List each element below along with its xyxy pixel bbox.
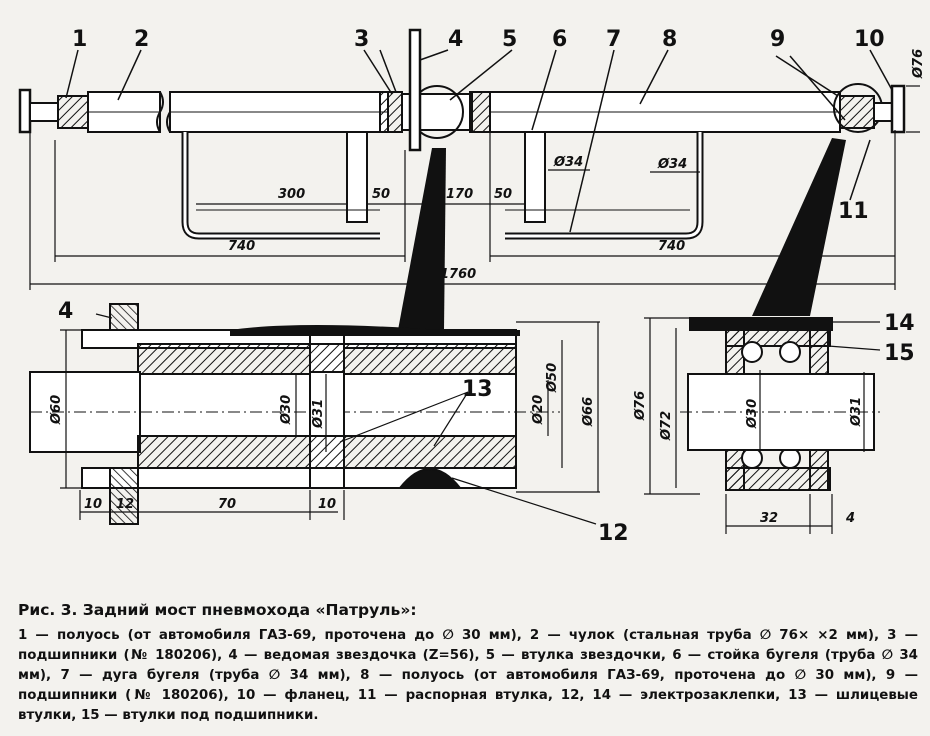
driven-sprocket [408, 28, 422, 152]
dim-d34-stand: Ø34 [553, 155, 583, 170]
dim-d76-detail: Ø76 [633, 391, 648, 421]
dim-d20: Ø20 [531, 395, 546, 425]
left-flange [18, 88, 32, 134]
dim-10-right: 10 [318, 497, 336, 512]
left-detail-dimensions [60, 313, 600, 525]
dim-10-left: 10 [84, 497, 102, 512]
dim-d66: Ø66 [581, 397, 596, 427]
bearing-3 [379, 91, 403, 133]
dim-300: 300 [278, 187, 305, 202]
callout-4-detail: 4 [58, 299, 73, 324]
callout-10: 10 [854, 27, 885, 52]
dim-170: 170 [446, 187, 473, 202]
dim-740-right: 740 [658, 239, 685, 254]
dim-d34-arc: Ø34 [657, 157, 687, 172]
dim-32: 32 [760, 511, 778, 526]
dim-d30-right: Ø30 [745, 399, 760, 429]
dim-d60: Ø60 [49, 395, 64, 425]
callout-7: 7 [606, 27, 621, 52]
callout-1: 1 [72, 27, 87, 52]
callout-5: 5 [502, 27, 517, 52]
dim-12: 12 [116, 497, 134, 512]
callout-13: 13 [462, 377, 493, 402]
dim-740-left: 740 [228, 239, 255, 254]
left-detail-section [29, 303, 560, 525]
dim-d31-right: Ø31 [849, 397, 864, 427]
top-assembly-view [18, 28, 906, 240]
right-detail-section [680, 317, 880, 491]
dim-70: 70 [218, 497, 236, 512]
dim-4: 4 [845, 511, 855, 526]
callout-4: 4 [448, 27, 463, 52]
callout-8: 8 [662, 27, 677, 52]
callout-12: 12 [598, 521, 629, 546]
callout-3: 3 [354, 27, 369, 52]
callout-11: 11 [838, 199, 869, 224]
dim-1760: 1760 [440, 267, 476, 282]
callout-leaders [65, 49, 893, 233]
dim-d31-left: Ø31 [311, 399, 326, 429]
callout-15: 15 [884, 341, 915, 366]
caption-title: Рис. 3. Задний мост пневмохода «Патруль»… [18, 601, 417, 619]
dim-d50: Ø50 [545, 363, 560, 393]
dim-50-left: 50 [372, 187, 390, 202]
rear-axle-drawing: 1 2 3 4 5 6 7 8 9 10 11 12 13 14 15 4 Ø7… [18, 27, 926, 546]
dim-d30-left: Ø30 [279, 395, 294, 425]
top-dimension-lines [29, 85, 920, 290]
dim-50-right: 50 [494, 187, 512, 202]
detail-connector-wedges [398, 138, 846, 330]
right-flange [890, 84, 906, 134]
callout-2: 2 [134, 27, 149, 52]
figure-caption: Рис. 3. Задний мост пневмохода «Патруль»… [18, 600, 918, 726]
dim-d76-top: Ø76 [911, 49, 926, 79]
callout-9: 9 [770, 27, 785, 52]
callout-14: 14 [884, 311, 915, 336]
right-detail-dimensions [644, 317, 881, 534]
dim-d72: Ø72 [659, 411, 674, 441]
callout-6: 6 [552, 27, 567, 52]
caption-body: 1 — полуось (от автомобиля ГАЗ-69, прото… [18, 628, 918, 723]
